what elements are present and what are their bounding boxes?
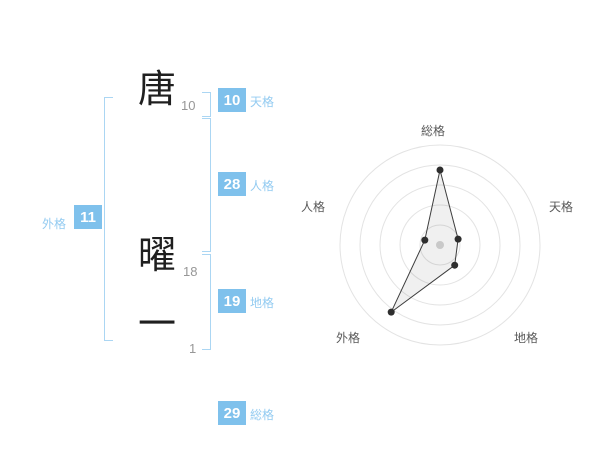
radar-axis-label-gaikaku: 外格 — [336, 331, 361, 345]
radar-vertex-dot — [387, 308, 395, 316]
radar-axis-label-chikaku: 地格 — [514, 331, 539, 345]
radar-vertex-dot — [451, 261, 459, 269]
radar-ring — [419, 224, 461, 266]
jinkaku-bracket — [202, 118, 211, 252]
chikaku-value-box: 19 — [218, 289, 246, 313]
radar-vertex-dot — [421, 236, 429, 244]
radar-axis-label-tenkaku: 天格 — [549, 200, 574, 214]
stroke-count-2: 18 — [183, 264, 198, 279]
stroke-count-3: 1 — [189, 341, 197, 356]
name-character-1: 唐 — [138, 67, 177, 111]
soukaku-value-box: 29 — [218, 401, 246, 425]
jinkaku-value-box: 28 — [218, 172, 246, 196]
radar-ring — [379, 184, 501, 306]
gaikaku-value-box: 11 — [74, 205, 102, 229]
tenkaku-label: 天格 — [250, 95, 275, 109]
soukaku-label: 総格 — [250, 408, 275, 422]
radar-ring — [339, 144, 541, 346]
radar-vertex-dot — [436, 166, 444, 174]
tenkaku-bracket — [202, 92, 211, 117]
chikaku-bracket — [202, 254, 211, 350]
jinkaku-label: 人格 — [250, 179, 275, 193]
gaikaku-bracket — [104, 97, 113, 341]
radar-chart — [339, 144, 541, 346]
radar-axis-label-soukaku: 総格 — [421, 124, 446, 138]
name-character-2: 曜 — [138, 233, 177, 277]
radar-axis-label-jinkaku: 人格 — [301, 200, 326, 214]
chikaku-label: 地格 — [250, 296, 275, 310]
radar-ring — [399, 204, 481, 286]
tenkaku-value-box: 10 — [218, 88, 246, 112]
radar-center-dot — [436, 241, 444, 249]
name-character-3: 一 — [138, 302, 177, 346]
gaikaku-label: 外格 — [42, 217, 67, 231]
radar-vertex-dot — [454, 235, 462, 243]
radar-ring — [359, 164, 521, 326]
stroke-count-1: 10 — [181, 98, 196, 113]
